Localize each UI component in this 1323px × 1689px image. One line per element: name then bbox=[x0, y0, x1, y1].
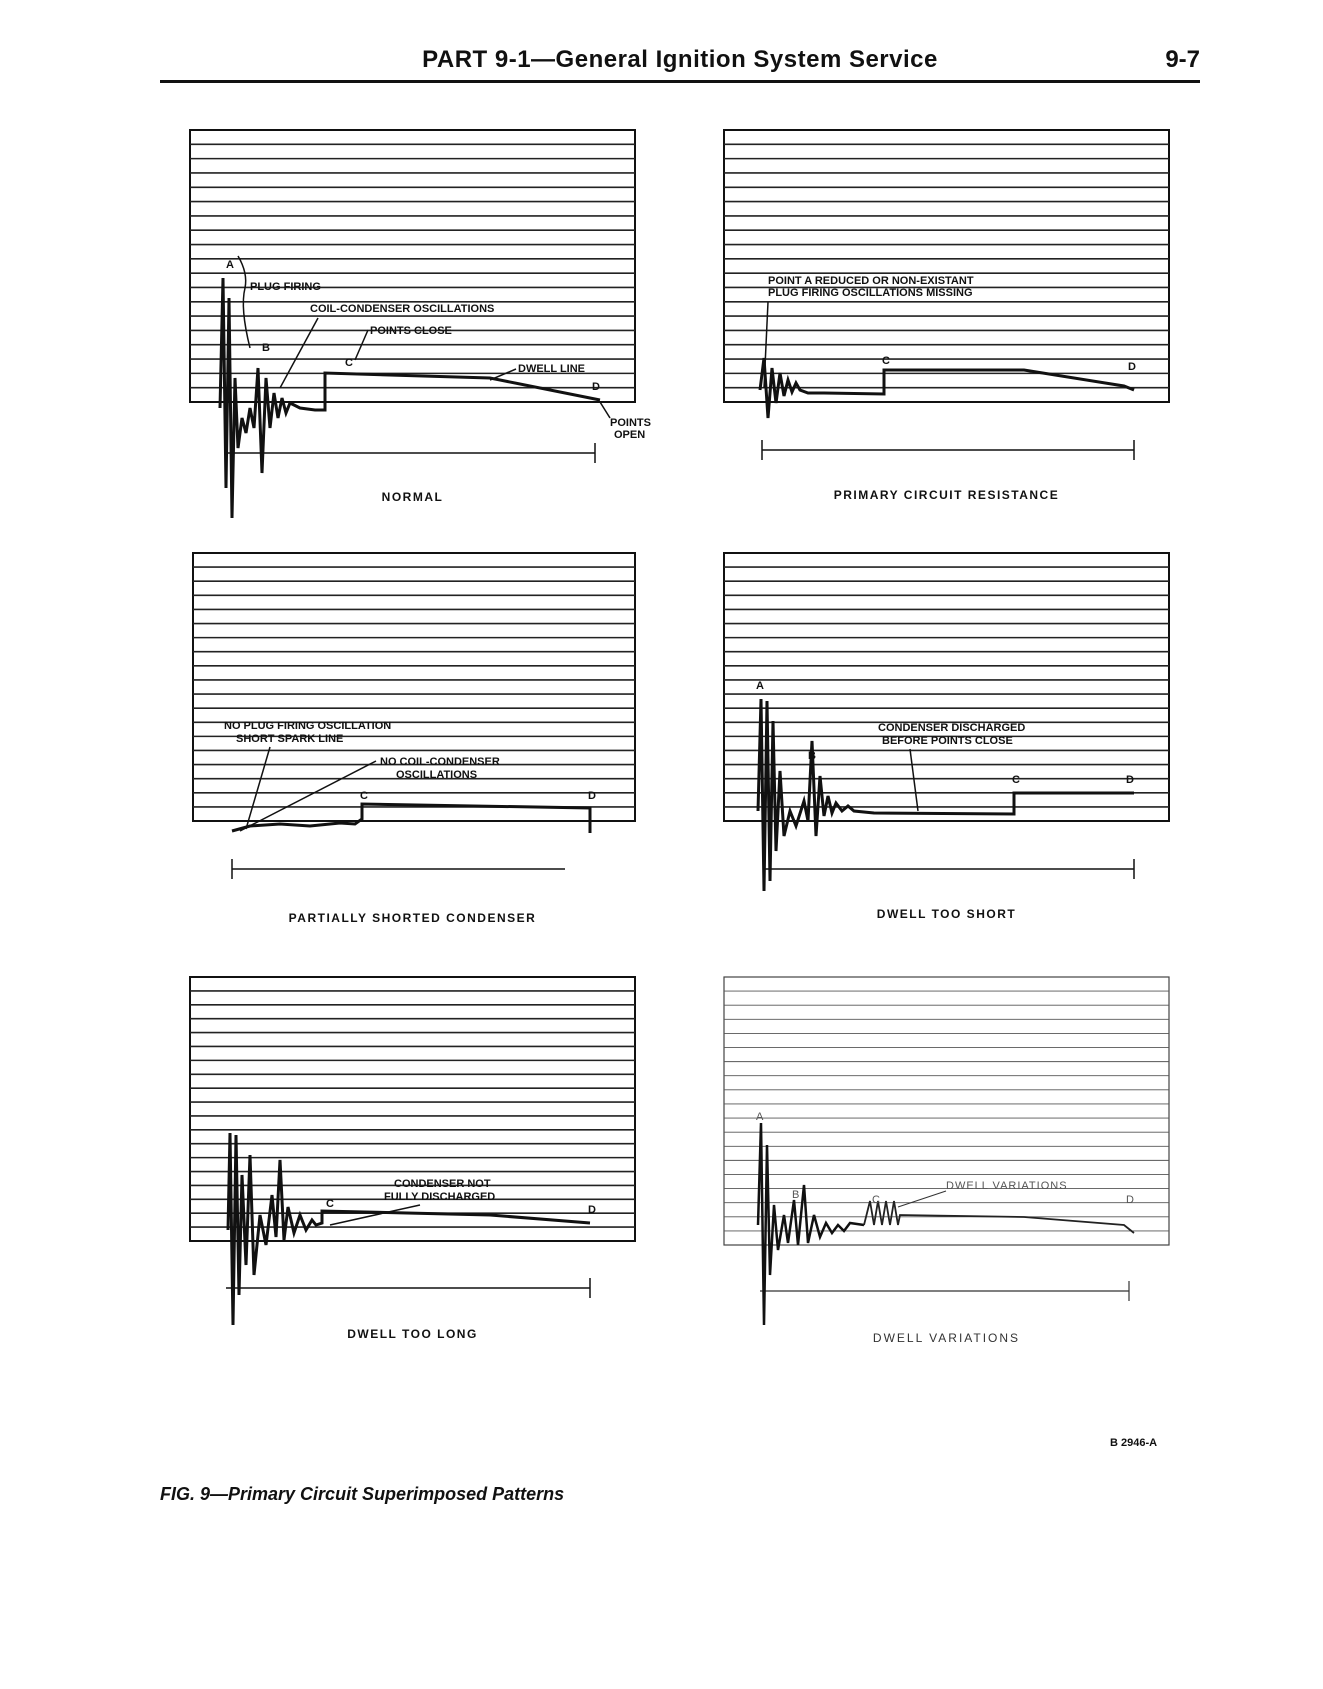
header-title: PART 9-1—General Ignition System Service bbox=[422, 46, 938, 73]
label-b: B bbox=[792, 1189, 800, 1201]
scope-pattern-partially-shorted: C D NO PLUG FIRING OSCILLATION SHORT SPA… bbox=[192, 552, 636, 879]
note-short-spark-line: SHORT SPARK LINE bbox=[236, 733, 343, 745]
caption-normal: NORMAL bbox=[381, 490, 444, 504]
label-coil-condenser: COIL-CONDENSER OSCILLATIONS bbox=[310, 303, 494, 315]
caption-primary-circuit-resistance: PRIMARY CIRCUIT RESISTANCE bbox=[833, 488, 1060, 502]
label-d: D bbox=[1126, 1194, 1135, 1206]
reference-number: B 2946-A bbox=[1110, 1437, 1158, 1449]
scope-pattern-dwell-variations: A B C D DWELL VARIATIONS bbox=[723, 976, 1170, 1326]
page-number: 9-7 bbox=[1165, 46, 1200, 73]
label-d: D bbox=[588, 790, 596, 802]
label-c: C bbox=[882, 355, 890, 367]
label-c: C bbox=[1012, 774, 1020, 786]
scope-pattern-dwell-too-short: A B C D CONDENSER DISCHARGED BEFORE POIN… bbox=[723, 552, 1170, 892]
note-condenser-discharged: CONDENSER DISCHARGED bbox=[878, 722, 1025, 734]
label-dwell-line: DWELL LINE bbox=[518, 363, 585, 375]
label-points-close: POINTS CLOSE bbox=[370, 325, 452, 337]
label-a: A bbox=[756, 1111, 764, 1123]
label-d: D bbox=[1128, 361, 1136, 373]
label-a: A bbox=[756, 680, 764, 692]
panel-dwell-too-long: C D CONDENSER NOT FULLY DISCHARGED DWELL… bbox=[189, 975, 670, 1360]
note-point-a: POINT A REDUCED OR NON-EXISTANT bbox=[768, 275, 974, 287]
note-before-points-close: BEFORE POINTS CLOSE bbox=[882, 735, 1013, 747]
note-plug-firing-missing: PLUG FIRING OSCILLATIONS MISSING bbox=[768, 287, 973, 299]
label-d: D bbox=[592, 381, 600, 393]
label-a: A bbox=[226, 259, 234, 271]
caption-dwell-too-long: DWELL TOO LONG bbox=[347, 1327, 478, 1341]
page-header: PART 9-1—General Ignition System Service… bbox=[160, 40, 1200, 84]
caption-dwell-variations: DWELL VARIATIONS bbox=[872, 1331, 1021, 1345]
note-no-plug-firing: NO PLUG FIRING OSCILLATION bbox=[224, 720, 391, 732]
label-d: D bbox=[588, 1204, 596, 1216]
note-no-coil-condenser: NO COIL-CONDENSER bbox=[380, 756, 500, 768]
label-c: C bbox=[872, 1194, 881, 1206]
label-b: B bbox=[808, 750, 816, 762]
label-d: D bbox=[1126, 774, 1134, 786]
label-points-open-1: POINTS bbox=[610, 417, 651, 429]
label-plug-firing: PLUG FIRING bbox=[250, 281, 321, 293]
panel-dwell-too-short: A B C D CONDENSER DISCHARGED BEFORE POIN… bbox=[723, 551, 1204, 936]
figure-caption: FIG. 9—Primary Circuit Superimposed Patt… bbox=[160, 1484, 565, 1504]
note-condenser-not: CONDENSER NOT bbox=[394, 1178, 491, 1190]
caption-partially-shorted-condenser: PARTIALLY SHORTED CONDENSER bbox=[288, 911, 537, 925]
scope-pattern-normal: A B C D PLUG FIRING COIL-CONDENSER OSCIL… bbox=[189, 129, 651, 519]
panel-primary-circuit-resistance: C D POINT A REDUCED OR NON-EXISTANT PLUG… bbox=[723, 128, 1204, 513]
note-dwell-variations: DWELL VARIATIONS bbox=[946, 1180, 1068, 1192]
label-points-open-2: OPEN bbox=[614, 429, 645, 441]
header-rule bbox=[160, 80, 1200, 83]
note-fully-discharged: FULLY DISCHARGED bbox=[384, 1191, 495, 1203]
label-c: C bbox=[345, 357, 353, 369]
label-b: B bbox=[262, 342, 270, 354]
scope-pattern-primary-resistance: C D POINT A REDUCED OR NON-EXISTANT PLUG… bbox=[723, 129, 1170, 460]
scope-pattern-dwell-too-long: C D CONDENSER NOT FULLY DISCHARGED bbox=[189, 976, 636, 1326]
panel-partially-shorted-condenser: C D NO PLUG FIRING OSCILLATION SHORT SPA… bbox=[190, 551, 670, 936]
note-oscillations: OSCILLATIONS bbox=[396, 769, 477, 781]
label-c: C bbox=[360, 790, 368, 802]
caption-dwell-too-short: DWELL TOO SHORT bbox=[876, 907, 1017, 921]
label-c: C bbox=[326, 1198, 334, 1210]
panel-normal: A B C D PLUG FIRING COIL-CONDENSER OSCIL… bbox=[189, 128, 670, 519]
panel-dwell-variations: A B C D DWELL VARIATIONS DWELL VARIATION… bbox=[723, 975, 1204, 1360]
